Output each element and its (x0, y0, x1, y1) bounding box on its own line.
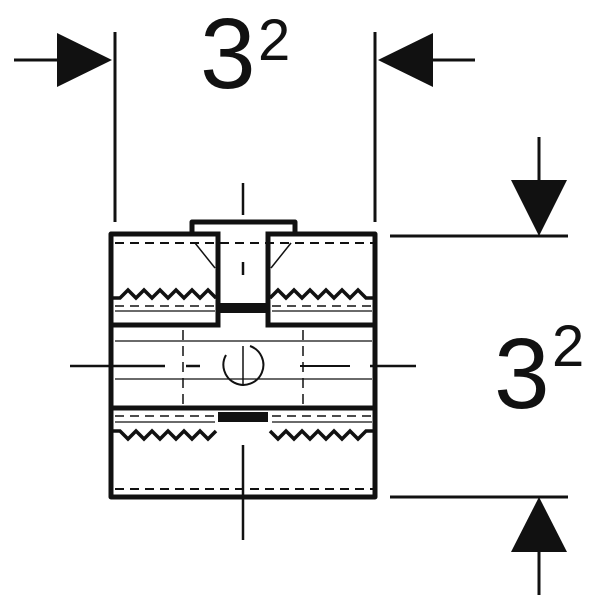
width-label-superscript: 2 (258, 8, 290, 73)
stop-bar-bottom (218, 412, 268, 422)
coupling-body (70, 183, 416, 540)
height-dimension (390, 137, 568, 595)
arrow-up-icon (511, 497, 567, 552)
height-label: 3 (494, 318, 550, 430)
height-label-superscript: 2 (552, 314, 584, 379)
arrow-left-icon (378, 33, 433, 87)
set-screw-icon (222, 345, 265, 386)
arrow-right-icon (57, 33, 112, 87)
width-label: 3 (200, 0, 256, 110)
arrow-down-icon (511, 180, 567, 236)
stop-bar-top (218, 303, 268, 313)
width-dimension (14, 32, 475, 222)
